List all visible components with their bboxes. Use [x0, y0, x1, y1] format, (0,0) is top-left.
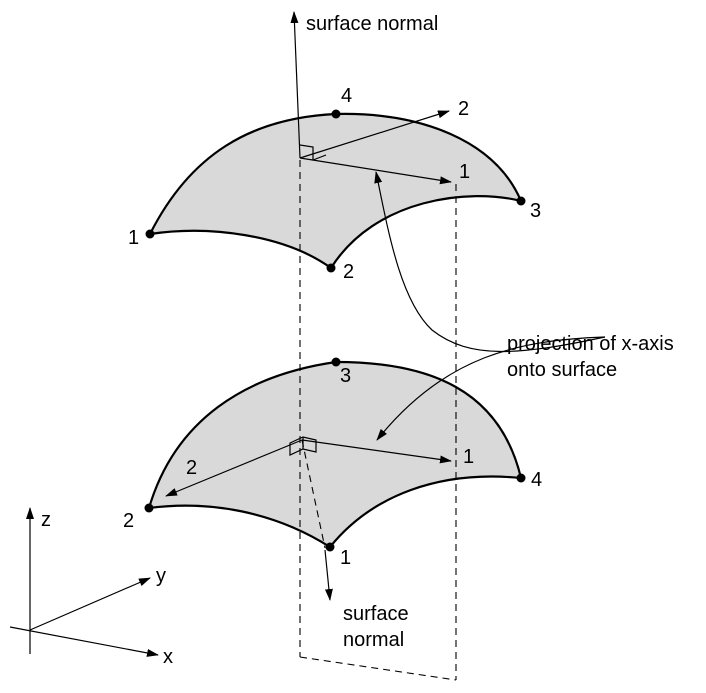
global-axes: z y x	[9, 507, 173, 668]
bottom-edge-1-2	[147, 504, 332, 549]
top-surface-normal-arrow	[290, 11, 301, 159]
bottom-surface-normal-label-line1: surface	[343, 603, 409, 625]
projection-guide-lines	[299, 160, 457, 681]
top-surface-patch	[150, 113, 521, 268]
top-edge-1-4	[148, 112, 338, 236]
top-node-label-3: 3	[530, 200, 541, 222]
global-x-axis	[9, 626, 159, 657]
top-edge-3-2	[329, 195, 523, 270]
bottom-node-dot-2	[144, 503, 154, 513]
top-local-axis-1-arrow	[299, 157, 452, 185]
callout-leader-bottom	[376, 336, 606, 441]
top-node-dot-3	[516, 196, 526, 206]
global-y-axis	[29, 577, 151, 631]
top-right-angle-marker-a	[299, 144, 314, 160]
top-surface-element: 1 2 3 4 surface normal 1 2	[128, 11, 541, 283]
callout-text-line2: onto surface	[507, 359, 617, 381]
top-node-label-4: 4	[341, 85, 352, 107]
global-y-label: y	[156, 565, 166, 587]
top-right-angle-marker-b	[312, 154, 327, 161]
bottom-local-axis-1-arrow	[301, 439, 452, 464]
bottom-node-label-1: 1	[340, 547, 351, 569]
top-local-axis-2-label: 2	[458, 98, 469, 120]
top-node-dot-1	[145, 229, 155, 239]
top-edge-4-3	[334, 112, 523, 203]
bottom-node-dot-4	[516, 473, 526, 483]
top-surface-normal-label: surface normal	[306, 13, 438, 35]
bottom-local-axis-2-label: 2	[186, 457, 197, 479]
bottom-edge-2-3	[147, 360, 338, 510]
bottom-node-dot-1	[325, 542, 335, 552]
callout-text-line1: projection of x-axis	[507, 333, 674, 355]
global-x-label: x	[163, 646, 173, 668]
bottom-edge-4-1	[328, 475, 523, 549]
bottom-node-label-4: 4	[531, 469, 542, 491]
callout-leader-top	[374, 171, 606, 353]
top-local-axis-1-label: 1	[459, 161, 470, 183]
bottom-surface-normal-label-line2: normal	[343, 629, 404, 651]
bottom-node-label-2: 2	[123, 510, 134, 532]
top-node-dot-4	[331, 109, 341, 119]
projection-callout: projection of x-axis onto surface	[374, 171, 674, 441]
top-node-label-1: 1	[128, 227, 139, 249]
top-edge-2-1	[148, 229, 333, 270]
bottom-surface-element: 1 2 3 4 1 2 surface normal	[123, 357, 542, 651]
bottom-node-dot-3	[331, 357, 341, 367]
bottom-surface-normal-hidden	[301, 439, 326, 549]
top-node-dot-2	[326, 263, 336, 273]
bottom-node-label-3: 3	[340, 365, 351, 387]
bottom-local-axis-1-label: 1	[463, 446, 474, 468]
top-local-axis-2-arrow	[299, 110, 450, 159]
global-z-label: z	[41, 509, 51, 531]
projection-bottom-edge	[299, 656, 457, 681]
bottom-surface-normal-arrow	[324, 549, 333, 601]
bottom-surface-patch	[149, 362, 521, 547]
bottom-local-axis-2-arrow	[165, 439, 303, 497]
bottom-edge-3-4	[334, 360, 523, 480]
top-node-label-2: 2	[343, 261, 354, 283]
